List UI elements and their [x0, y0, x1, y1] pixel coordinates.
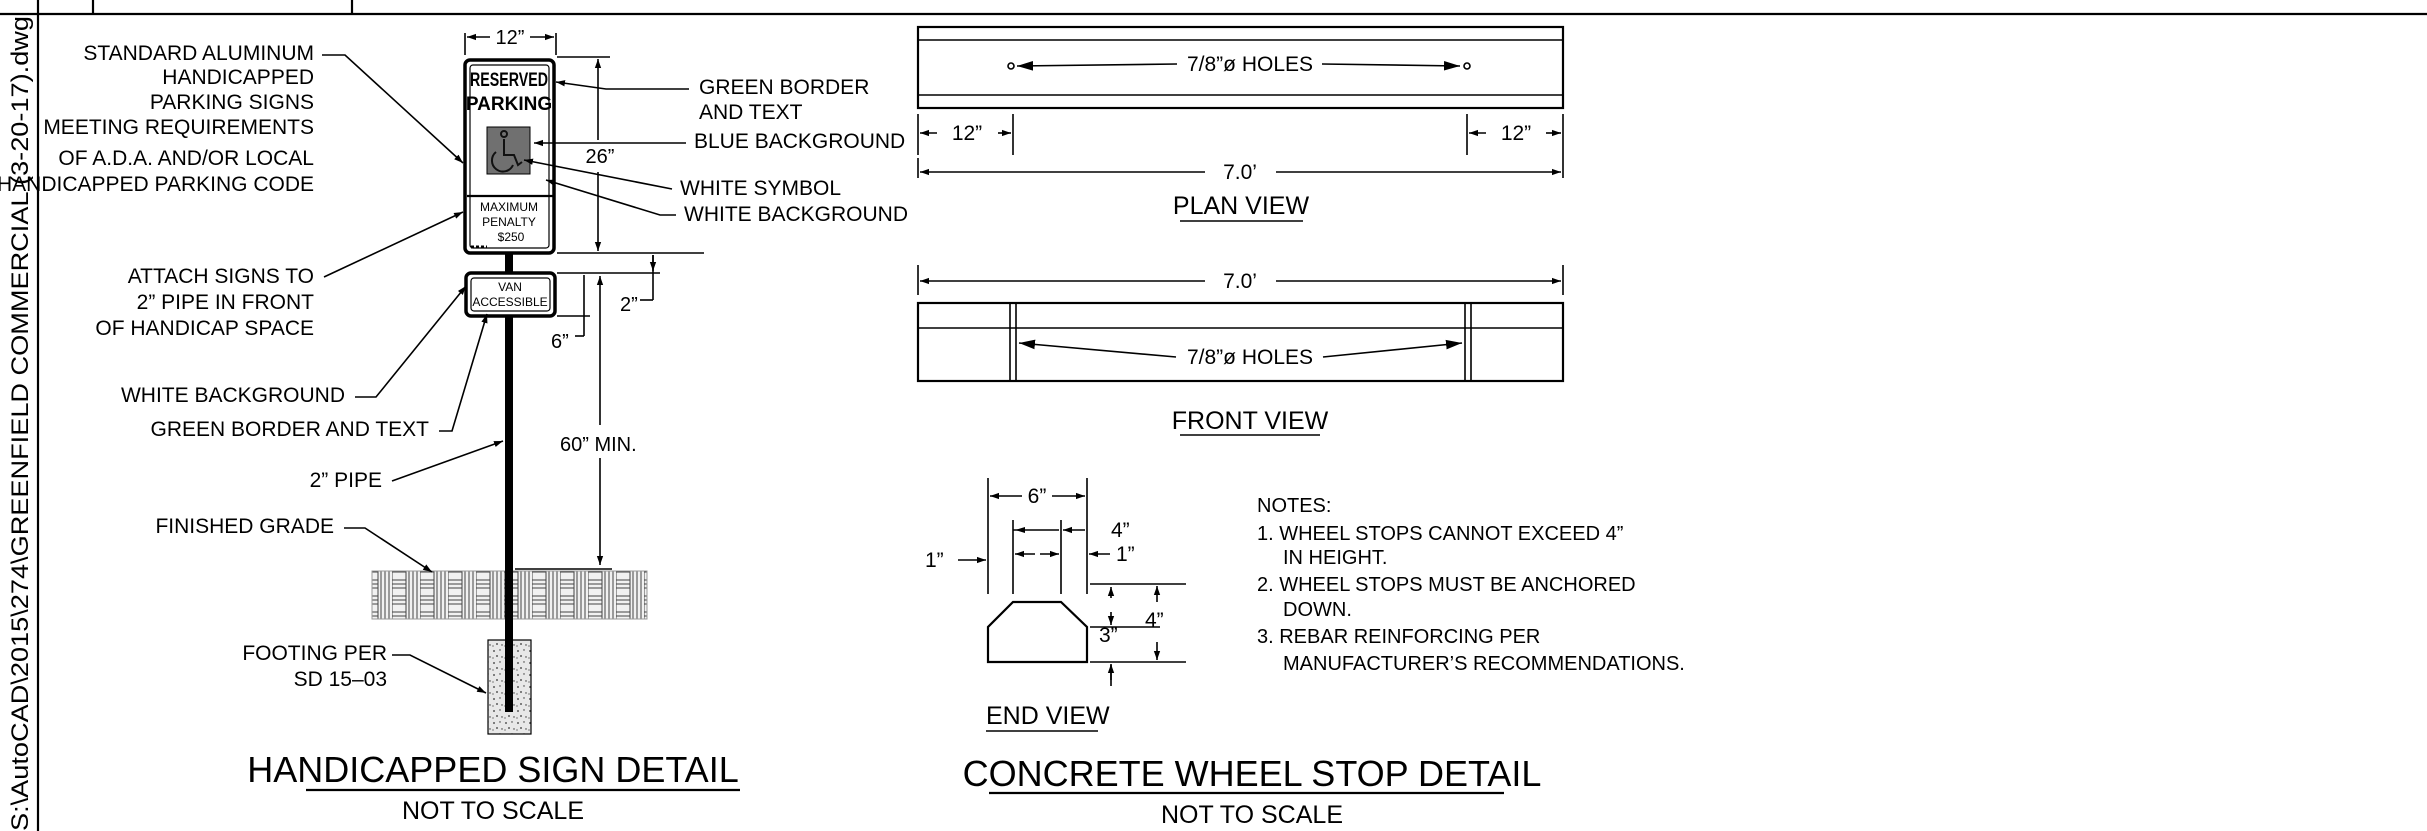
dim-mounting-height: 60” MIN.	[560, 434, 637, 456]
sign-penalty-line1: MAXIMUM	[480, 200, 538, 214]
sign-detail-title: HANDICAPPED SIGN DETAIL	[247, 749, 738, 790]
dim-van: 6”	[551, 331, 569, 353]
wheel-stop-front-view: 7.0’ 7/8”ø HOLES FRONT VIEW	[916, 265, 1565, 436]
note-1-line2: IN HEIGHT.	[1283, 547, 1387, 569]
sign-detail-scale: NOT TO SCALE	[402, 797, 584, 825]
plan-holes-label: 7/8”ø HOLES	[1187, 53, 1313, 76]
notes-heading: NOTES:	[1257, 495, 1331, 517]
wheel-stop-end-view: 6” 4” 1” 1” 3”	[925, 478, 1186, 732]
callout-footing-line1: FOOTING PER	[242, 642, 387, 665]
plan-hole-right	[1463, 62, 1471, 70]
front-view-label: FRONT VIEW	[1172, 407, 1329, 435]
note-3-line1: 3. REBAR REINFORCING PER	[1257, 626, 1540, 648]
callout-blue-background: BLUE BACKGROUND	[694, 130, 905, 153]
sign-penalty-line3: $250	[498, 230, 525, 244]
sign-reserved-text: RESERVED	[470, 70, 548, 91]
front-holes-label: 7/8”ø HOLES	[1187, 346, 1313, 369]
callout-standard-line5: OF A.D.A. AND/OR LOCAL	[58, 147, 314, 170]
callout-standard-line2: HANDICAPPED	[162, 66, 314, 89]
wheel-stop-detail-scale: NOT TO SCALE	[1161, 801, 1343, 829]
callout-green-border-line2: AND TEXT	[699, 101, 803, 124]
handicapped-sign-detail: RESERVED PARKING MAXIMUM PENALTY $250 VA…	[0, 27, 908, 825]
wheel-stop-detail-title: CONCRETE WHEEL STOP DETAIL	[963, 753, 1542, 794]
sign-penalty-line2: PENALTY	[482, 215, 536, 229]
callout-white-background-right: WHITE BACKGROUND	[684, 203, 908, 226]
dim-sign-width: 12”	[496, 27, 525, 49]
plan-hole-left	[1007, 62, 1015, 70]
sign-parking-text: PARKING	[466, 94, 552, 115]
callout-standard-line1: STANDARD ALUMINUM	[83, 42, 314, 65]
callout-standard-line6: HANDICAPPED PARKING CODE	[0, 173, 314, 196]
wheelchair-icon	[490, 130, 523, 173]
callout-standard-line4: MEETING REQUIREMENTS	[43, 116, 314, 139]
end-dim-3: 3”	[1099, 624, 1118, 647]
wheel-stop-plan-view: 7/8”ø HOLES 12” 12” 7.0’ PLAN VIEW	[916, 25, 1565, 222]
end-view-profile	[986, 600, 1089, 664]
end-dim-1-right: 1”	[1116, 543, 1135, 566]
end-view-label: END VIEW	[986, 702, 1110, 730]
end-dim-1-left: 1”	[925, 549, 944, 572]
dim-gap: 2”	[620, 294, 638, 316]
front-view-outline	[916, 301, 1565, 383]
callout-white-background: WHITE BACKGROUND	[121, 384, 345, 407]
callout-attach-line3: OF HANDICAP SPACE	[95, 317, 314, 340]
callout-white-symbol: WHITE SYMBOL	[680, 177, 841, 200]
callout-green-border-text: GREEN BORDER AND TEXT	[151, 418, 430, 441]
sign-pipe	[505, 316, 513, 712]
file-path-text: S:\AutoCAD\2015\274\GREENFIELD COMMERCIA…	[7, 16, 34, 831]
end-dim-4-height: 4”	[1145, 609, 1164, 632]
note-2-line2: DOWN.	[1283, 599, 1352, 621]
plan-view-label: PLAN VIEW	[1173, 192, 1310, 220]
dim-sign-height: 26”	[586, 146, 615, 168]
plan-end-dim-left: 12”	[952, 122, 982, 145]
plan-view-outline	[916, 25, 1565, 110]
callout-attach-line2: 2” PIPE IN FRONT	[137, 291, 315, 314]
callout-attach-line1: ATTACH SIGNS TO	[128, 265, 314, 288]
plan-length-dim: 7.0’	[1223, 161, 1257, 184]
accessible-text: ACCESSIBLE	[472, 295, 547, 309]
note-3-line2: MANUFACTURER’S RECOMMENDATIONS.	[1283, 653, 1685, 675]
callout-pipe: 2” PIPE	[310, 469, 382, 492]
note-1-line1: 1. WHEEL STOPS CANNOT EXCEED 4”	[1257, 523, 1623, 545]
callout-finished-grade: FINISHED GRADE	[155, 515, 334, 538]
wheel-stop-notes: NOTES: 1. WHEEL STOPS CANNOT EXCEED 4” I…	[1257, 495, 1685, 675]
callout-footing-line2: SD 15–03	[294, 668, 387, 691]
plan-end-dim-right: 12”	[1501, 122, 1531, 145]
callout-standard-line3: PARKING SIGNS	[150, 91, 314, 114]
note-2-line1: 2. WHEEL STOPS MUST BE ANCHORED	[1257, 574, 1636, 596]
van-text: VAN	[498, 280, 522, 294]
front-length-dim: 7.0’	[1223, 270, 1257, 293]
end-dim-4-width: 4”	[1111, 519, 1130, 542]
end-dim-6: 6”	[1028, 485, 1047, 508]
callout-green-border-line1: GREEN BORDER	[699, 76, 869, 99]
